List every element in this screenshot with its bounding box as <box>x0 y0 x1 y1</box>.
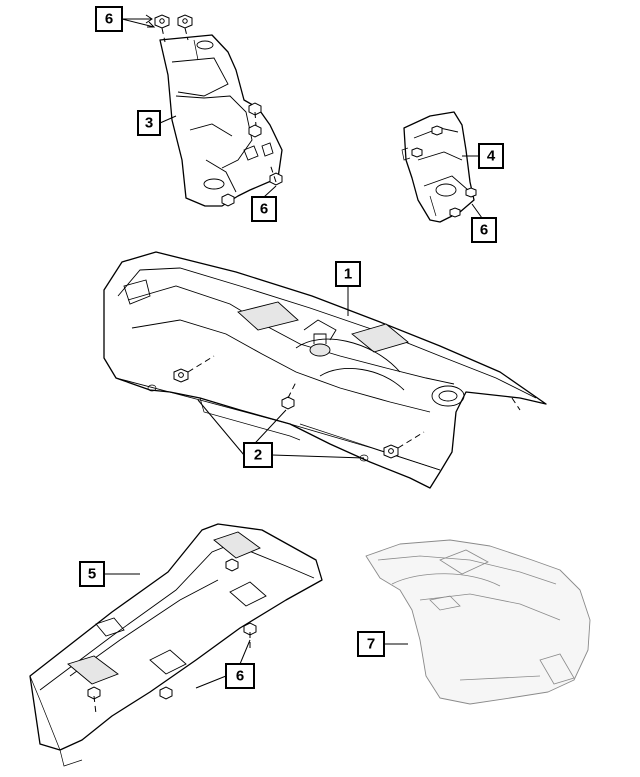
nuts-part-6-right <box>411 125 477 218</box>
callout-6-mid-right: 6 <box>471 217 497 243</box>
callout-6-top: 6 <box>95 6 123 32</box>
svg-text:3: 3 <box>145 115 153 132</box>
svg-text:6: 6 <box>105 11 113 28</box>
heat-shield-part-1 <box>103 251 547 489</box>
svg-text:6: 6 <box>260 201 268 218</box>
callout-7: 7 <box>357 631 385 657</box>
svg-text:2: 2 <box>254 447 262 464</box>
heat-shield-part-5 <box>29 523 323 767</box>
leader-lines <box>104 14 483 689</box>
callout-3: 3 <box>137 110 161 136</box>
callout-6-bottom: 6 <box>225 663 255 689</box>
callout-1: 1 <box>335 261 361 287</box>
callout-5: 5 <box>79 561 105 587</box>
callout-4: 4 <box>478 143 504 169</box>
svg-text:6: 6 <box>480 222 488 239</box>
svg-text:1: 1 <box>344 266 352 283</box>
svg-text:5: 5 <box>88 566 96 583</box>
nuts-part-6-top <box>154 14 283 207</box>
svg-text:4: 4 <box>487 148 496 165</box>
heat-shield-part-3 <box>159 34 283 207</box>
svg-text:6: 6 <box>236 668 244 685</box>
heat-shield-part-7 <box>365 539 591 705</box>
callout-6-mid-left: 6 <box>251 196 277 222</box>
callout-2: 2 <box>243 442 273 468</box>
svg-text:7: 7 <box>367 636 375 653</box>
